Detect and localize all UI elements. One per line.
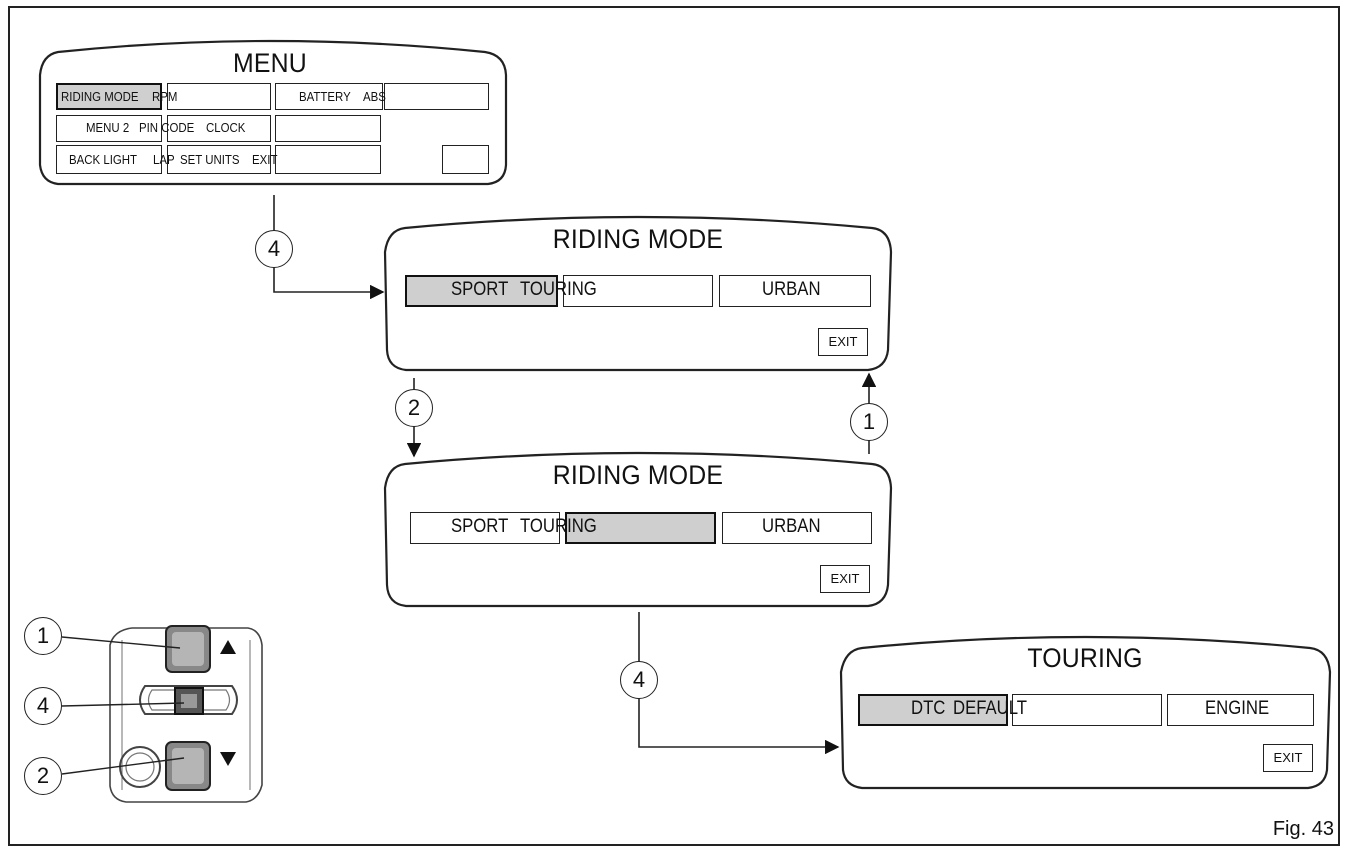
touring-label-default: DEFAULT bbox=[953, 698, 1028, 719]
menu-item-pin-code: PIN CODE bbox=[139, 120, 195, 135]
riding-2-label-urban: URBAN bbox=[762, 516, 821, 537]
menu-panel-outline bbox=[38, 39, 508, 186]
riding-1-option-touring[interactable] bbox=[563, 275, 713, 307]
touring-title: TOURING bbox=[1027, 643, 1143, 673]
menu-cell-11[interactable] bbox=[442, 145, 489, 174]
touring-option-engine[interactable] bbox=[1167, 694, 1314, 726]
callout-riding-to-touring: 4 bbox=[620, 661, 658, 699]
riding-mode-1-title: RIDING MODE bbox=[552, 224, 724, 254]
touring-option-default[interactable] bbox=[1012, 694, 1162, 726]
figure-frame bbox=[8, 6, 1340, 846]
menu-cell-8[interactable] bbox=[56, 145, 162, 174]
callout-switch-enter: 4 bbox=[24, 687, 62, 725]
figure-label: Fig. 43 bbox=[1272, 818, 1334, 840]
riding-2-option-urban[interactable] bbox=[722, 512, 872, 544]
riding-to-touring-connector bbox=[638, 612, 840, 755]
menu-cell-9[interactable] bbox=[167, 145, 271, 174]
callout-riding-up: 1 bbox=[850, 403, 888, 441]
menu-cell-7[interactable] bbox=[275, 115, 381, 142]
switch-down-leader bbox=[61, 757, 185, 775]
riding-2-label-sport: SPORT bbox=[451, 516, 509, 537]
riding-mode-2-title: RIDING MODE bbox=[552, 460, 724, 490]
menu-cell-5[interactable] bbox=[56, 115, 162, 142]
menu-item-menu-2: MENU 2 bbox=[86, 120, 130, 135]
menu-cell-2[interactable] bbox=[167, 83, 271, 110]
riding-2-option-sport[interactable] bbox=[410, 512, 560, 544]
menu-item-back-light: BACK LIGHT bbox=[69, 152, 138, 167]
riding-2-exit-button[interactable]: EXIT bbox=[820, 565, 870, 593]
riding-2-label-touring: TOURING bbox=[520, 516, 597, 537]
menu-cell-6[interactable] bbox=[167, 115, 271, 142]
callout-switch-down: 2 bbox=[24, 757, 62, 795]
riding-1-label-urban: URBAN bbox=[762, 279, 821, 300]
riding-2-option-touring[interactable] bbox=[565, 512, 716, 544]
menu-cell-4[interactable] bbox=[384, 83, 489, 110]
riding-1-label-touring: TOURING bbox=[520, 279, 597, 300]
touring-label-engine: ENGINE bbox=[1205, 698, 1270, 719]
switch-enter-leader bbox=[61, 702, 185, 707]
menu-title: MENU bbox=[233, 48, 307, 78]
menu-item-riding-mode: RIDING MODE bbox=[61, 89, 139, 104]
menu-cell-1[interactable] bbox=[56, 83, 162, 110]
touring-option-dtc[interactable] bbox=[858, 694, 1008, 726]
touring-exit-button[interactable]: EXIT bbox=[1263, 744, 1313, 772]
callout-menu-to-riding: 4 bbox=[255, 230, 293, 268]
touring-panel-outline bbox=[839, 635, 1332, 790]
menu-item-set-units: SET UNITS bbox=[180, 152, 240, 167]
callout-riding-down: 2 bbox=[395, 389, 433, 427]
handlebar-switch bbox=[109, 625, 263, 803]
riding-1-option-sport[interactable] bbox=[405, 275, 558, 307]
riding-1-label-sport: SPORT bbox=[451, 279, 509, 300]
menu-cell-3[interactable] bbox=[275, 83, 383, 110]
riding-mode-panel-1-outline bbox=[383, 215, 893, 372]
menu-item-lap: LAP bbox=[153, 152, 175, 167]
menu-item-rpm: RPM bbox=[152, 89, 178, 104]
riding-1-exit-button[interactable]: EXIT bbox=[818, 328, 868, 356]
menu-item-abs: ABS bbox=[363, 89, 386, 104]
riding-mode-panel-2-outline bbox=[383, 451, 893, 608]
touring-label-dtc: DTC bbox=[911, 698, 946, 719]
callout-switch-up: 1 bbox=[24, 617, 62, 655]
riding-1-option-urban[interactable] bbox=[719, 275, 871, 307]
menu-item-battery: BATTERY bbox=[299, 89, 351, 104]
menu-to-riding-connector bbox=[273, 195, 385, 300]
menu-cell-10[interactable] bbox=[275, 145, 381, 174]
switch-up-leader bbox=[61, 636, 181, 649]
menu-item-exit: EXIT bbox=[252, 152, 278, 167]
menu-item-clock: CLOCK bbox=[206, 120, 246, 135]
